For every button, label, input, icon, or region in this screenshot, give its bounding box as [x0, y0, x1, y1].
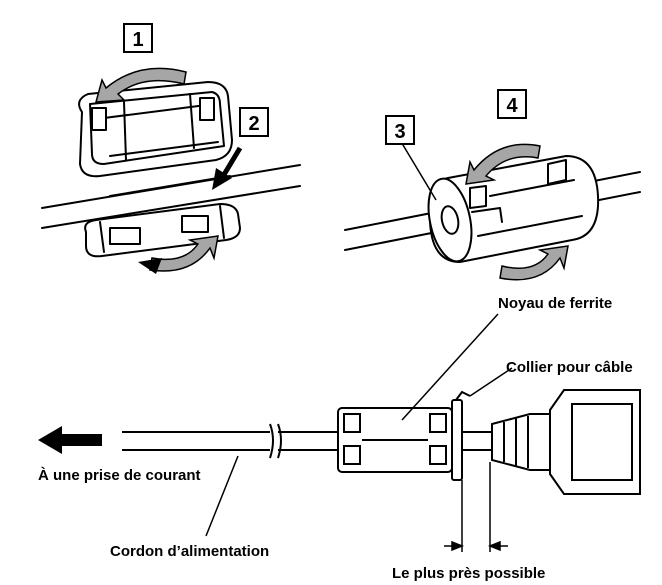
push-arrow — [212, 146, 243, 190]
outlet-arrow — [38, 426, 102, 454]
rotate-arrow-top-right — [465, 143, 541, 185]
rotate-arrow-top-left — [94, 67, 187, 103]
distance-indicator — [444, 462, 508, 552]
plug — [491, 389, 641, 495]
step-4-box: 4 — [497, 89, 527, 119]
open-ferrite-core-illustration — [41, 81, 301, 258]
label-cable-tie: Collier pour câble — [506, 359, 633, 376]
step-3-pointer — [399, 139, 437, 201]
label-power-cord: Cordon d’alimentation — [110, 543, 269, 560]
step-1-label: 1 — [132, 29, 143, 51]
cable-tie — [451, 390, 471, 481]
label-ferrite-core: Noyau de ferrite — [498, 295, 612, 312]
leader-lines — [205, 313, 513, 537]
rotate-arrow-bottom-left — [138, 235, 219, 274]
step-3-label: 3 — [394, 121, 405, 143]
label-closest: Le plus près possible — [392, 565, 545, 582]
step-4-label: 4 — [506, 95, 518, 117]
label-outlet: À une prise de courant — [38, 467, 201, 484]
step-2-label: 2 — [248, 113, 259, 135]
step-3-box: 3 — [385, 115, 415, 145]
step-2-box: 2 — [239, 107, 269, 137]
step-1-box: 1 — [123, 23, 153, 53]
rotate-arrow-bottom-right — [499, 245, 569, 281]
installed-ferrite-core — [337, 407, 453, 473]
closed-ferrite-core-illustration — [344, 155, 641, 263]
